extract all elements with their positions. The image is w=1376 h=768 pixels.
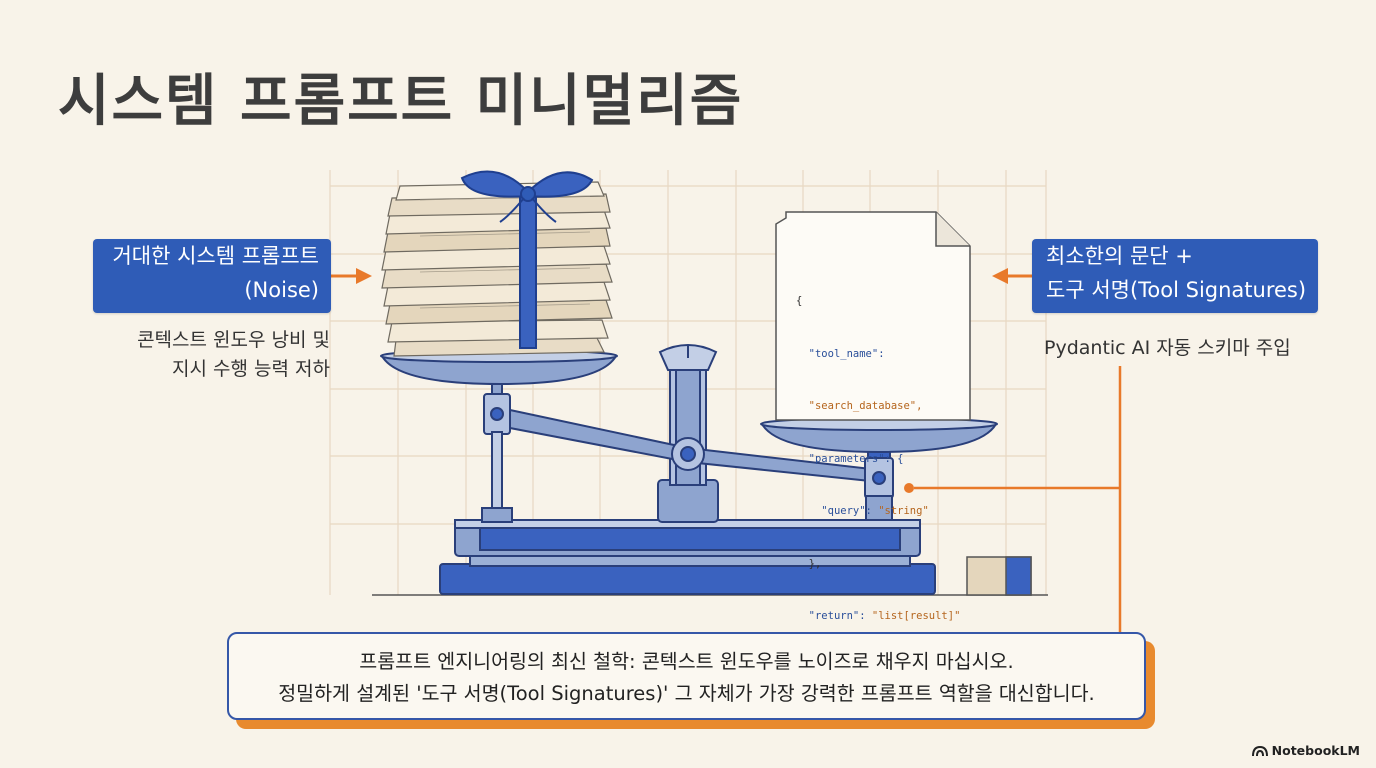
left-note-line1: 콘텍스트 윈도우 낭비 및 bbox=[137, 329, 330, 351]
left-note-line2: 지시 수행 능력 저하 bbox=[172, 358, 330, 380]
code-line-return: "return": "list[result]" bbox=[796, 608, 961, 626]
scale-base bbox=[439, 519, 936, 595]
notebooklm-logo-icon bbox=[1251, 745, 1268, 756]
code-close-inner: }, bbox=[808, 557, 822, 570]
right-pan bbox=[760, 417, 998, 454]
code-line-tool-value: "search_database", bbox=[796, 398, 960, 416]
left-arrow-icon bbox=[330, 268, 372, 284]
callout-line2: 정밀하게 설계된 '도구 서명(Tool Signatures)' 그 자체가 … bbox=[278, 682, 1095, 705]
right-arrow-icon bbox=[992, 268, 1032, 284]
weight-block bbox=[966, 556, 1032, 596]
left-label-line2: (Noise) bbox=[244, 278, 319, 302]
code-line-query: "query": "string" bbox=[796, 503, 960, 521]
code-key: "tool_name": bbox=[808, 347, 885, 360]
right-label-line1: 최소한의 문단 + bbox=[1046, 244, 1193, 268]
code-key: "return": bbox=[808, 610, 866, 622]
right-description: Pydantic AI 자동 스키마 주입 bbox=[1044, 337, 1291, 359]
code-value: "list[result]" bbox=[871, 610, 961, 622]
code-value: "search_database", bbox=[808, 400, 923, 412]
brand-name: NotebookLM bbox=[1271, 743, 1360, 758]
code-value: "string" bbox=[878, 505, 929, 517]
code-snippet: { "tool_name": "search_database", "param… bbox=[796, 258, 960, 696]
code-open-brace: { bbox=[796, 295, 803, 307]
connector-line bbox=[904, 366, 1122, 634]
central-pillar bbox=[657, 344, 719, 523]
code-document bbox=[775, 211, 971, 421]
large-system-prompt-label: 거대한 시스템 프롬프트 (Noise) bbox=[93, 239, 331, 313]
code-key: "parameters": { bbox=[808, 452, 904, 465]
page-title: 시스템 프롬프트 미니멀리즘 bbox=[58, 69, 744, 134]
minimal-paragraph-label: 최소한의 문단 + 도구 서명(Tool Signatures) bbox=[1032, 239, 1318, 313]
paper-stack bbox=[381, 181, 613, 357]
brand-footer: NotebookLM bbox=[1251, 743, 1360, 758]
right-label-line2: 도구 서명(Tool Signatures) bbox=[1046, 278, 1307, 302]
code-line-parameters: "parameters": { bbox=[796, 451, 960, 469]
summary-callout: 프롬프트 엔지니어링의 최신 철학: 콘텍스트 윈도우를 노이즈로 채우지 마십… bbox=[227, 632, 1146, 720]
left-label-line1: 거대한 시스템 프롬프트 bbox=[112, 244, 319, 268]
code-key: "query": bbox=[821, 505, 872, 517]
left-pan-support bbox=[481, 375, 513, 523]
code-line-tool-name: "tool_name": bbox=[796, 346, 960, 364]
ribbon-bow bbox=[460, 170, 594, 349]
left-description: 콘텍스트 윈도우 낭비 및 지시 수행 능력 저하 bbox=[90, 326, 330, 384]
callout-line1: 프롬프트 엔지니어링의 최신 철학: 콘텍스트 윈도우를 노이즈로 채우지 마십… bbox=[359, 650, 1014, 673]
